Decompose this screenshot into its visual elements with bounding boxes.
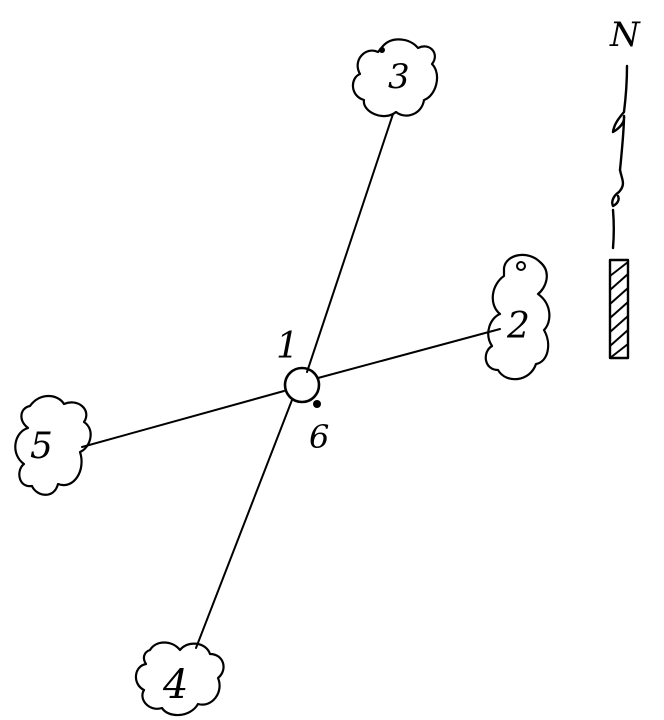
cloud-3-label: 3	[388, 57, 410, 97]
north-arrow-hatched-bar	[608, 258, 630, 360]
center-node	[283, 366, 321, 404]
line-to-node-4	[195, 399, 293, 649]
connector-lines	[81, 113, 501, 649]
north-arrow-shaft-bottom	[611, 208, 615, 250]
center-node-label: 1	[276, 326, 299, 367]
line-to-node-2	[317, 328, 501, 379]
cloud-3-dot	[379, 47, 385, 53]
cloud-node-2: 2	[484, 253, 551, 381]
north-label: N	[609, 15, 641, 55]
cloud-2-label: 2	[506, 306, 530, 347]
north-arrow: N	[608, 15, 641, 360]
cloud-node-3: 3	[351, 38, 439, 118]
line-to-node-5	[81, 390, 285, 448]
north-arrow-break	[611, 168, 625, 208]
cloud-node-4: 4	[134, 641, 225, 717]
cloud-node-5: 5	[14, 394, 92, 496]
point-6-label: 6	[309, 418, 329, 456]
cloud-4-label: 4	[162, 662, 188, 708]
north-arrow-shaft-top	[611, 64, 629, 172]
cloud-2-ring	[516, 261, 526, 271]
point-6-dot	[313, 400, 321, 408]
line-to-node-3	[306, 113, 394, 373]
cloud-5-label: 5	[30, 426, 53, 467]
